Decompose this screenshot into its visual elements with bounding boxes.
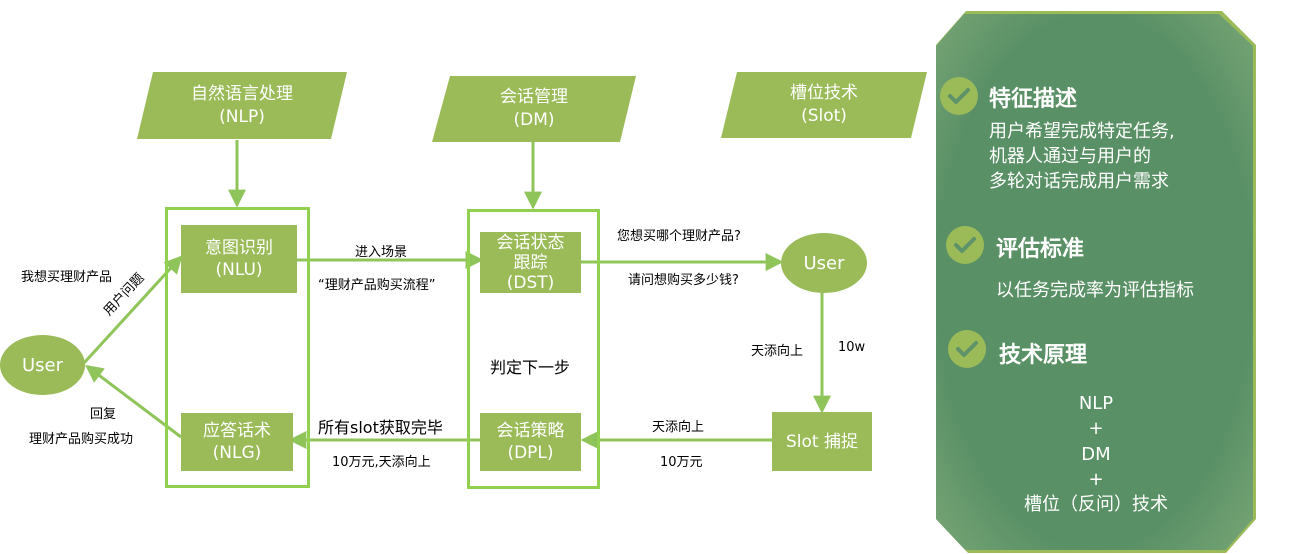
node-nlu-abbr: (NLU) xyxy=(215,260,263,280)
formula-plus-2: + xyxy=(1088,469,1104,490)
header-dm-abbr: (DM) xyxy=(513,110,555,130)
section-features-line2: 机器人通过与用户的 xyxy=(989,146,1151,167)
label-decide-next: 判定下一步 xyxy=(490,358,571,377)
node-nlg: 应答话术 (NLG) xyxy=(181,413,293,471)
label-enter-scene: 进入场景 xyxy=(355,245,408,260)
nlp-frame xyxy=(165,207,310,488)
label-slot-product: 天添向上 xyxy=(652,420,705,435)
node-dst-title: 会话状态 xyxy=(496,232,565,253)
node-dpl-title: 会话策略 xyxy=(496,421,565,441)
label-ask-product: 您想买哪个理财产品? xyxy=(617,229,741,244)
node-dst-abbr: (DST) xyxy=(506,272,555,293)
user-right: User xyxy=(781,233,867,293)
section-title-evaluation: 评估标准 xyxy=(996,237,1085,262)
label-answer-amount: 10w xyxy=(838,340,866,355)
formula-dm: DM xyxy=(1081,444,1111,465)
user-right-label: User xyxy=(803,252,845,274)
header-slot-title: 槽位技术 xyxy=(790,83,858,103)
label-answer-product: 天添向上 xyxy=(751,344,804,359)
node-dst-sub: 跟踪 xyxy=(513,252,548,273)
label-reply-text: 理财产品购买成功 xyxy=(29,432,134,447)
node-dst: 会话状态 跟踪 (DST) xyxy=(480,232,581,293)
label-scene-name: “理财产品购买流程” xyxy=(318,278,436,293)
node-dpl: 会话策略 (DPL) xyxy=(480,413,581,471)
label-ask-amount: 请问想购买多少钱? xyxy=(628,273,739,288)
label-slot-amount: 10万元 xyxy=(660,455,703,470)
node-dpl-abbr: (DPL) xyxy=(507,443,554,463)
header-slot-abbr: (Slot) xyxy=(801,106,847,126)
label-reply: 回复 xyxy=(90,407,117,422)
header-nlp: 自然语言处理 (NLP) xyxy=(137,72,347,139)
check-icon xyxy=(940,77,978,115)
user-left: User xyxy=(0,335,85,395)
label-all-slots-done: 所有slot获取完毕 xyxy=(318,418,443,437)
section-title-technology: 技术原理 xyxy=(999,343,1088,368)
formula-plus-1: + xyxy=(1088,418,1104,439)
panel-background xyxy=(936,14,1253,550)
header-slot: 槽位技术 (Slot) xyxy=(721,72,927,138)
node-slot-capture: Slot 捕捉 xyxy=(772,412,872,471)
check-icon xyxy=(946,226,984,264)
header-nlp-title: 自然语言处理 xyxy=(191,83,293,104)
node-nlg-abbr: (NLG) xyxy=(212,443,262,463)
section-features-line1: 用户希望完成特定任务, xyxy=(989,121,1175,142)
label-user-says: 我想买理财产品 xyxy=(21,270,113,285)
formula-nlp: NLP xyxy=(1078,393,1114,414)
dm-frame xyxy=(467,209,600,489)
arrow-user-to-nlu xyxy=(82,255,183,365)
user-left-label: User xyxy=(21,354,64,376)
section-features-line3: 多轮对话完成用户需求 xyxy=(989,171,1169,192)
node-slot-capture-label: Slot 捕捉 xyxy=(786,431,858,452)
node-nlu: 意图识别 (NLU) xyxy=(181,225,297,293)
label-slots-result: 10万元,天添向上 xyxy=(332,455,431,470)
header-dm-title: 会话管理 xyxy=(500,87,568,107)
check-icon xyxy=(948,330,986,368)
section-evaluation-line1: 以任务完成率为评估指标 xyxy=(996,280,1194,301)
node-nlg-title: 应答话术 xyxy=(203,421,271,441)
node-nlu-title: 意图识别 xyxy=(205,238,273,258)
header-nlp-abbr: (NLP) xyxy=(219,106,265,127)
header-dm: 会话管理 (DM) xyxy=(432,76,636,142)
summary-panel: 特征描述 用户希望完成特定任务, 机器人通过与用户的 多轮对话完成用户需求 评估… xyxy=(936,11,1256,553)
section-title-features: 特征描述 xyxy=(989,87,1078,112)
formula-slot-tech: 槽位（反问）技术 xyxy=(1024,494,1168,515)
